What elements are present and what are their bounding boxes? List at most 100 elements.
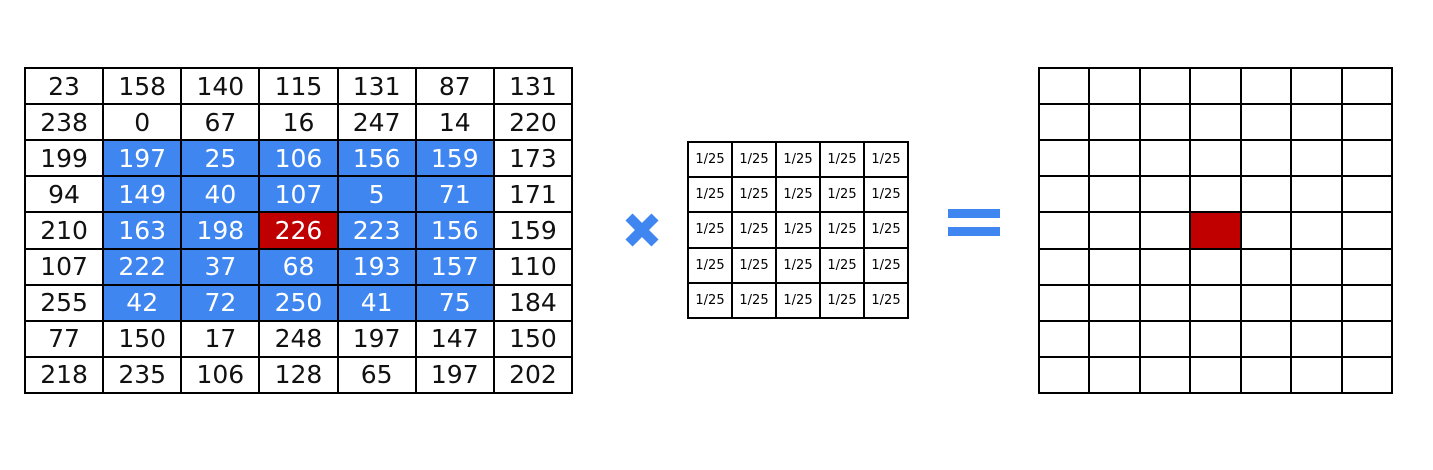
input-cell: 65	[336, 355, 417, 395]
output-cell	[1290, 103, 1343, 142]
input-cell-window: 42	[102, 283, 183, 322]
output-grid	[1037, 66, 1394, 395]
kernel-cell: 1/25	[863, 176, 909, 214]
kernel-cell: 1/25	[863, 140, 909, 179]
input-cell-window: 163	[102, 211, 183, 250]
output-cell	[1088, 211, 1141, 250]
input-cell: 110	[492, 247, 574, 286]
output-cell	[1037, 103, 1091, 142]
input-cell: 197	[336, 319, 417, 358]
output-cell	[1340, 211, 1394, 250]
kernel-cell: 1/25	[863, 281, 909, 320]
output-cell	[1088, 319, 1141, 358]
output-cell	[1138, 66, 1192, 106]
kernel-cell: 1/25	[731, 140, 777, 179]
output-cell	[1189, 283, 1242, 322]
input-cell: 158	[102, 66, 183, 106]
input-cell: 248	[258, 319, 339, 358]
output-cell	[1138, 175, 1192, 214]
kernel-cell: 1/25	[731, 176, 777, 214]
input-cell-window: 41	[336, 283, 417, 322]
output-cell	[1239, 283, 1293, 322]
output-cell	[1239, 103, 1293, 142]
output-row	[1037, 66, 1394, 106]
output-cell	[1138, 139, 1192, 178]
input-cell: 131	[336, 66, 417, 106]
kernel-cell: 1/25	[731, 211, 777, 249]
kernel-cell: 1/25	[775, 211, 821, 249]
output-cell	[1138, 247, 1192, 286]
input-cell: 220	[492, 103, 574, 142]
input-cell: 87	[414, 66, 495, 106]
input-cell: 150	[102, 319, 183, 358]
kernel-cell: 1/25	[775, 176, 821, 214]
output-cell	[1290, 211, 1343, 250]
output-cell	[1189, 103, 1242, 142]
input-cell: 159	[492, 211, 574, 250]
kernel-cell: 1/25	[819, 246, 865, 284]
kernel-cell: 1/25	[819, 281, 865, 320]
output-row	[1037, 247, 1394, 286]
output-cell	[1088, 283, 1141, 322]
input-cell: 199	[23, 139, 105, 178]
output-row	[1037, 319, 1394, 358]
input-cell-window: 25	[180, 139, 261, 178]
kernel-cell: 1/25	[687, 176, 733, 214]
input-cell-window: 40	[180, 175, 261, 214]
output-cell	[1290, 139, 1343, 178]
output-cell	[1239, 247, 1293, 286]
kernel-cell: 1/25	[687, 140, 733, 179]
input-cell-window: 5	[336, 175, 417, 214]
input-cell-window: 106	[258, 139, 339, 178]
input-cell: 128	[258, 355, 339, 395]
input-cell-window: 107	[258, 175, 339, 214]
input-cell: 184	[492, 283, 574, 322]
output-cell	[1239, 211, 1293, 250]
output-cell	[1189, 139, 1242, 178]
equals-icon	[948, 209, 1000, 236]
output-cell	[1290, 355, 1343, 395]
output-cell	[1138, 103, 1192, 142]
kernel-cell: 1/25	[687, 211, 733, 249]
input-cell-center: 226	[258, 211, 339, 250]
input-cell-window: 71	[414, 175, 495, 214]
output-cell	[1239, 139, 1293, 178]
output-cell	[1290, 319, 1343, 358]
input-cell: 131	[492, 66, 574, 106]
output-cell	[1037, 247, 1091, 286]
output-cell	[1037, 66, 1091, 106]
output-cell	[1239, 175, 1293, 214]
input-cell: 23	[23, 66, 105, 106]
kernel-cell: 1/25	[819, 176, 865, 214]
input-cell-window: 156	[414, 211, 495, 250]
multiply-stroke-b	[625, 213, 659, 247]
output-cell	[1088, 247, 1141, 286]
output-cell	[1189, 66, 1242, 106]
output-cell	[1290, 247, 1343, 286]
output-cell	[1138, 211, 1192, 250]
kernel-cell: 1/25	[687, 281, 733, 320]
kernel-cell: 1/25	[731, 246, 777, 284]
output-cell	[1239, 319, 1293, 358]
output-cell	[1239, 355, 1293, 395]
output-cell	[1189, 175, 1242, 214]
input-cell-window: 68	[258, 247, 339, 286]
input-cell-window: 37	[180, 247, 261, 286]
input-cell: 115	[258, 66, 339, 106]
kernel-cell: 1/25	[863, 211, 909, 249]
input-cell: 197	[414, 355, 495, 395]
output-cell	[1037, 211, 1091, 250]
equals-bar-bottom	[948, 227, 1000, 236]
output-cell	[1037, 283, 1091, 322]
